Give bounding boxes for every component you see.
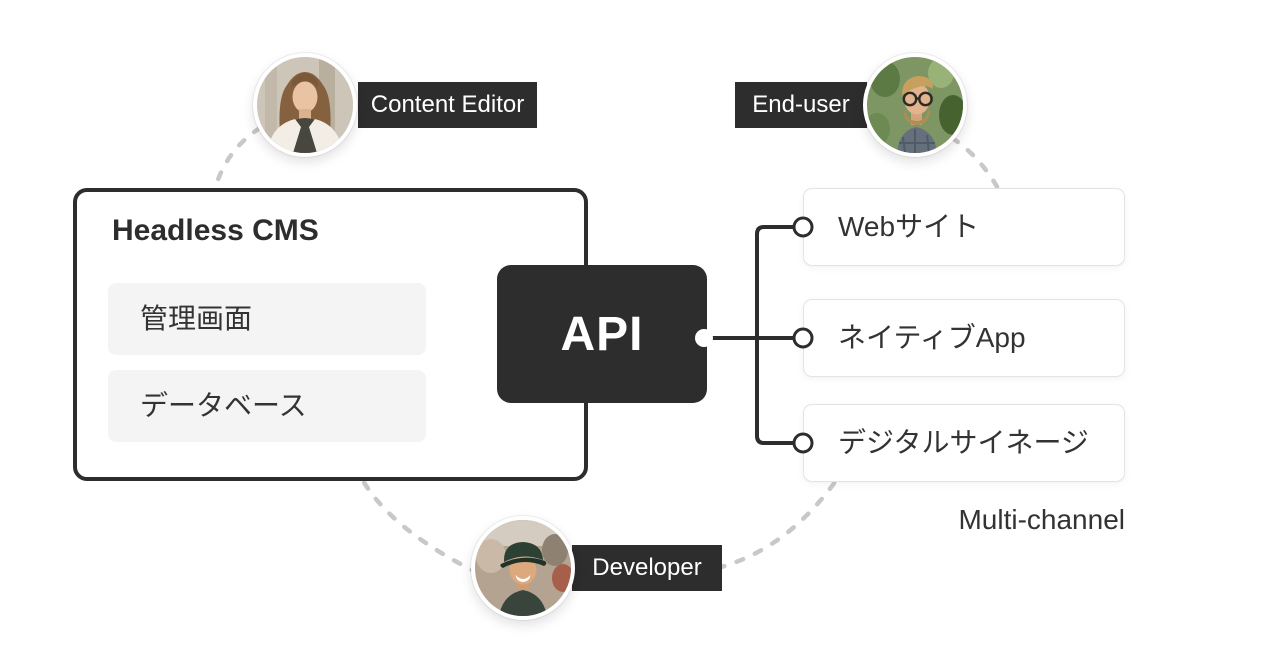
multi-channel-caption: Multi-channel — [958, 504, 1125, 535]
admin-screen-panel: 管理画面 — [108, 283, 426, 355]
end-user-label: End-user — [735, 82, 867, 128]
end-user-avatar-image — [867, 57, 963, 153]
end-user-label-text: End-user — [752, 91, 850, 118]
developer-avatar — [471, 516, 575, 620]
content-editor-avatar-image — [257, 57, 353, 153]
headless-cms-title: Headless CMS — [112, 214, 319, 247]
developer-label-text: Developer — [592, 554, 702, 581]
connector-trunk — [755, 225, 803, 445]
api-box: API — [497, 265, 707, 403]
content-editor-label: Content Editor — [358, 82, 537, 128]
api-label: API — [560, 307, 644, 361]
content-editor-avatar — [253, 53, 357, 157]
arc-cms-to-developer — [352, 462, 483, 577]
channel-website: Webサイト — [803, 188, 1125, 266]
developer-avatar-image — [475, 520, 571, 616]
database-panel: データベース — [108, 370, 426, 442]
channel-digital-signage: デジタルサイネージ — [803, 404, 1125, 482]
content-editor-label-text: Content Editor — [370, 91, 525, 118]
developer-label: Developer — [572, 545, 722, 591]
end-user-avatar — [863, 53, 967, 157]
channel-native-app: ネイティブApp — [803, 299, 1125, 377]
